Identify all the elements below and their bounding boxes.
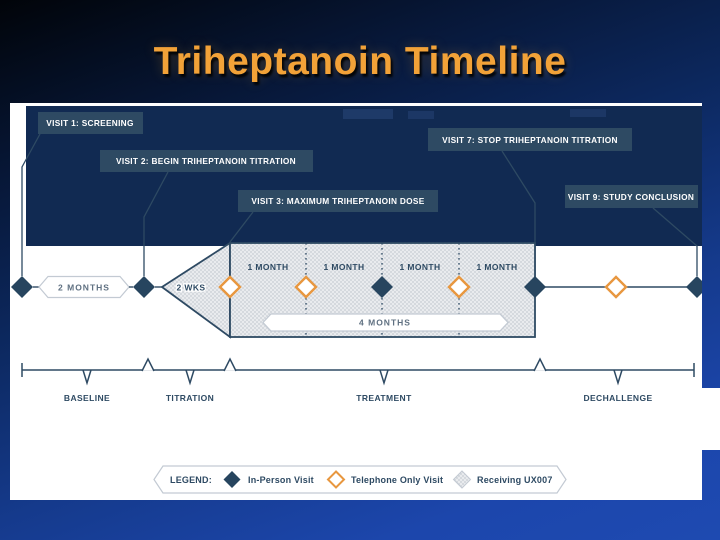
legend: LEGEND: In-Person Visit Telephone Only V… bbox=[153, 465, 567, 494]
phase-label-treatment: TREATMENT bbox=[356, 393, 412, 403]
visit9-box bbox=[565, 185, 698, 208]
visit7-label: VISIT 7: STOP TRIHEPTANOIN TITRATION bbox=[442, 135, 618, 145]
inperson-diamond bbox=[686, 276, 708, 298]
telephone-diamond bbox=[604, 275, 628, 299]
inperson-diamond bbox=[524, 276, 546, 298]
legend-item-inperson: In-Person Visit bbox=[248, 475, 314, 485]
axis-pointers bbox=[82, 369, 623, 386]
inperson-legend-diamond bbox=[223, 471, 241, 488]
connector-visit1 bbox=[21, 133, 41, 276]
connector-visit3 bbox=[229, 211, 254, 243]
axis-bumps bbox=[141, 357, 547, 372]
ghost-rect bbox=[570, 109, 606, 117]
connector-lines bbox=[21, 133, 698, 276]
month-label-3: 1 MONTH bbox=[399, 262, 440, 272]
visit-diamonds bbox=[11, 275, 708, 299]
month-label-1: 1 MONTH bbox=[247, 262, 288, 272]
visit-boxes: VISIT 1: SCREENING VISIT 2: BEGIN TRIHEP… bbox=[38, 112, 698, 212]
phase-label-dechallenge: DECHALLENGE bbox=[583, 393, 652, 403]
visit2-box bbox=[100, 150, 313, 172]
phase-pointer bbox=[613, 369, 623, 386]
months2-pill bbox=[38, 275, 130, 299]
phase-label-baseline: BASELINE bbox=[64, 393, 110, 403]
phase-boundary-bump bbox=[534, 359, 546, 371]
phase-boundary-bump bbox=[223, 357, 237, 372]
phase-pointer bbox=[185, 369, 195, 386]
legend-item-ux007: Receiving UX007 bbox=[477, 475, 553, 485]
months2-label: 2 MONTHS bbox=[58, 283, 110, 293]
visit1-label: VISIT 1: SCREENING bbox=[46, 118, 133, 128]
telephone-diamond bbox=[447, 275, 471, 299]
timeline-figure: VISIT 1: SCREENING VISIT 2: BEGIN TRIHEP… bbox=[11, 106, 708, 494]
connector-visit9 bbox=[652, 207, 698, 276]
phase-boundary-bump bbox=[533, 357, 547, 372]
month-label-2: 1 MONTH bbox=[323, 262, 364, 272]
inperson-diamond bbox=[11, 276, 33, 298]
visit7-box bbox=[428, 128, 632, 151]
phase-boundary-bump bbox=[141, 357, 155, 372]
telephone-diamond bbox=[294, 275, 318, 299]
connector-visit2 bbox=[143, 171, 169, 276]
phase-boundary-bump bbox=[224, 359, 236, 371]
inperson-diamond bbox=[371, 276, 393, 298]
panel-right-notch bbox=[695, 388, 720, 450]
inperson-diamond bbox=[133, 276, 155, 298]
legend-item-telephone: Telephone Only Visit bbox=[351, 475, 443, 485]
visit3-label: VISIT 3: MAXIMUM TRIHEPTANOIN DOSE bbox=[251, 196, 424, 206]
telephone-diamond bbox=[218, 275, 242, 299]
months4-label: 4 MONTHS bbox=[359, 318, 411, 328]
telephone-legend-diamond bbox=[326, 470, 346, 489]
phase-pointer bbox=[82, 369, 92, 386]
months4-pill bbox=[262, 313, 509, 332]
month-label-4: 1 MONTH bbox=[476, 262, 517, 272]
figure-panel: VISIT 1: SCREENING VISIT 2: BEGIN TRIHEP… bbox=[10, 103, 708, 500]
ghost-rect bbox=[408, 111, 434, 119]
visit1-box bbox=[38, 112, 143, 134]
slide-title: Triheptanoin Timeline bbox=[153, 40, 567, 83]
phase-label-titration: TITRATION bbox=[166, 393, 214, 403]
phase-axis bbox=[21, 363, 695, 377]
month-separators bbox=[305, 243, 460, 337]
legend-title: LEGEND: bbox=[170, 475, 212, 485]
ghost-rect bbox=[343, 109, 393, 119]
titration-duration-label: 2 WKS bbox=[177, 283, 206, 293]
ux007-legend-diamond bbox=[452, 470, 472, 489]
visit3-box bbox=[238, 190, 438, 212]
visit2-label: VISIT 2: BEGIN TRIHEPTANOIN TITRATION bbox=[116, 156, 296, 166]
phase-boundary-bump bbox=[142, 359, 154, 371]
visit9-label: VISIT 9: STUDY CONCLUSION bbox=[568, 192, 694, 202]
phase-pointer bbox=[379, 369, 389, 386]
